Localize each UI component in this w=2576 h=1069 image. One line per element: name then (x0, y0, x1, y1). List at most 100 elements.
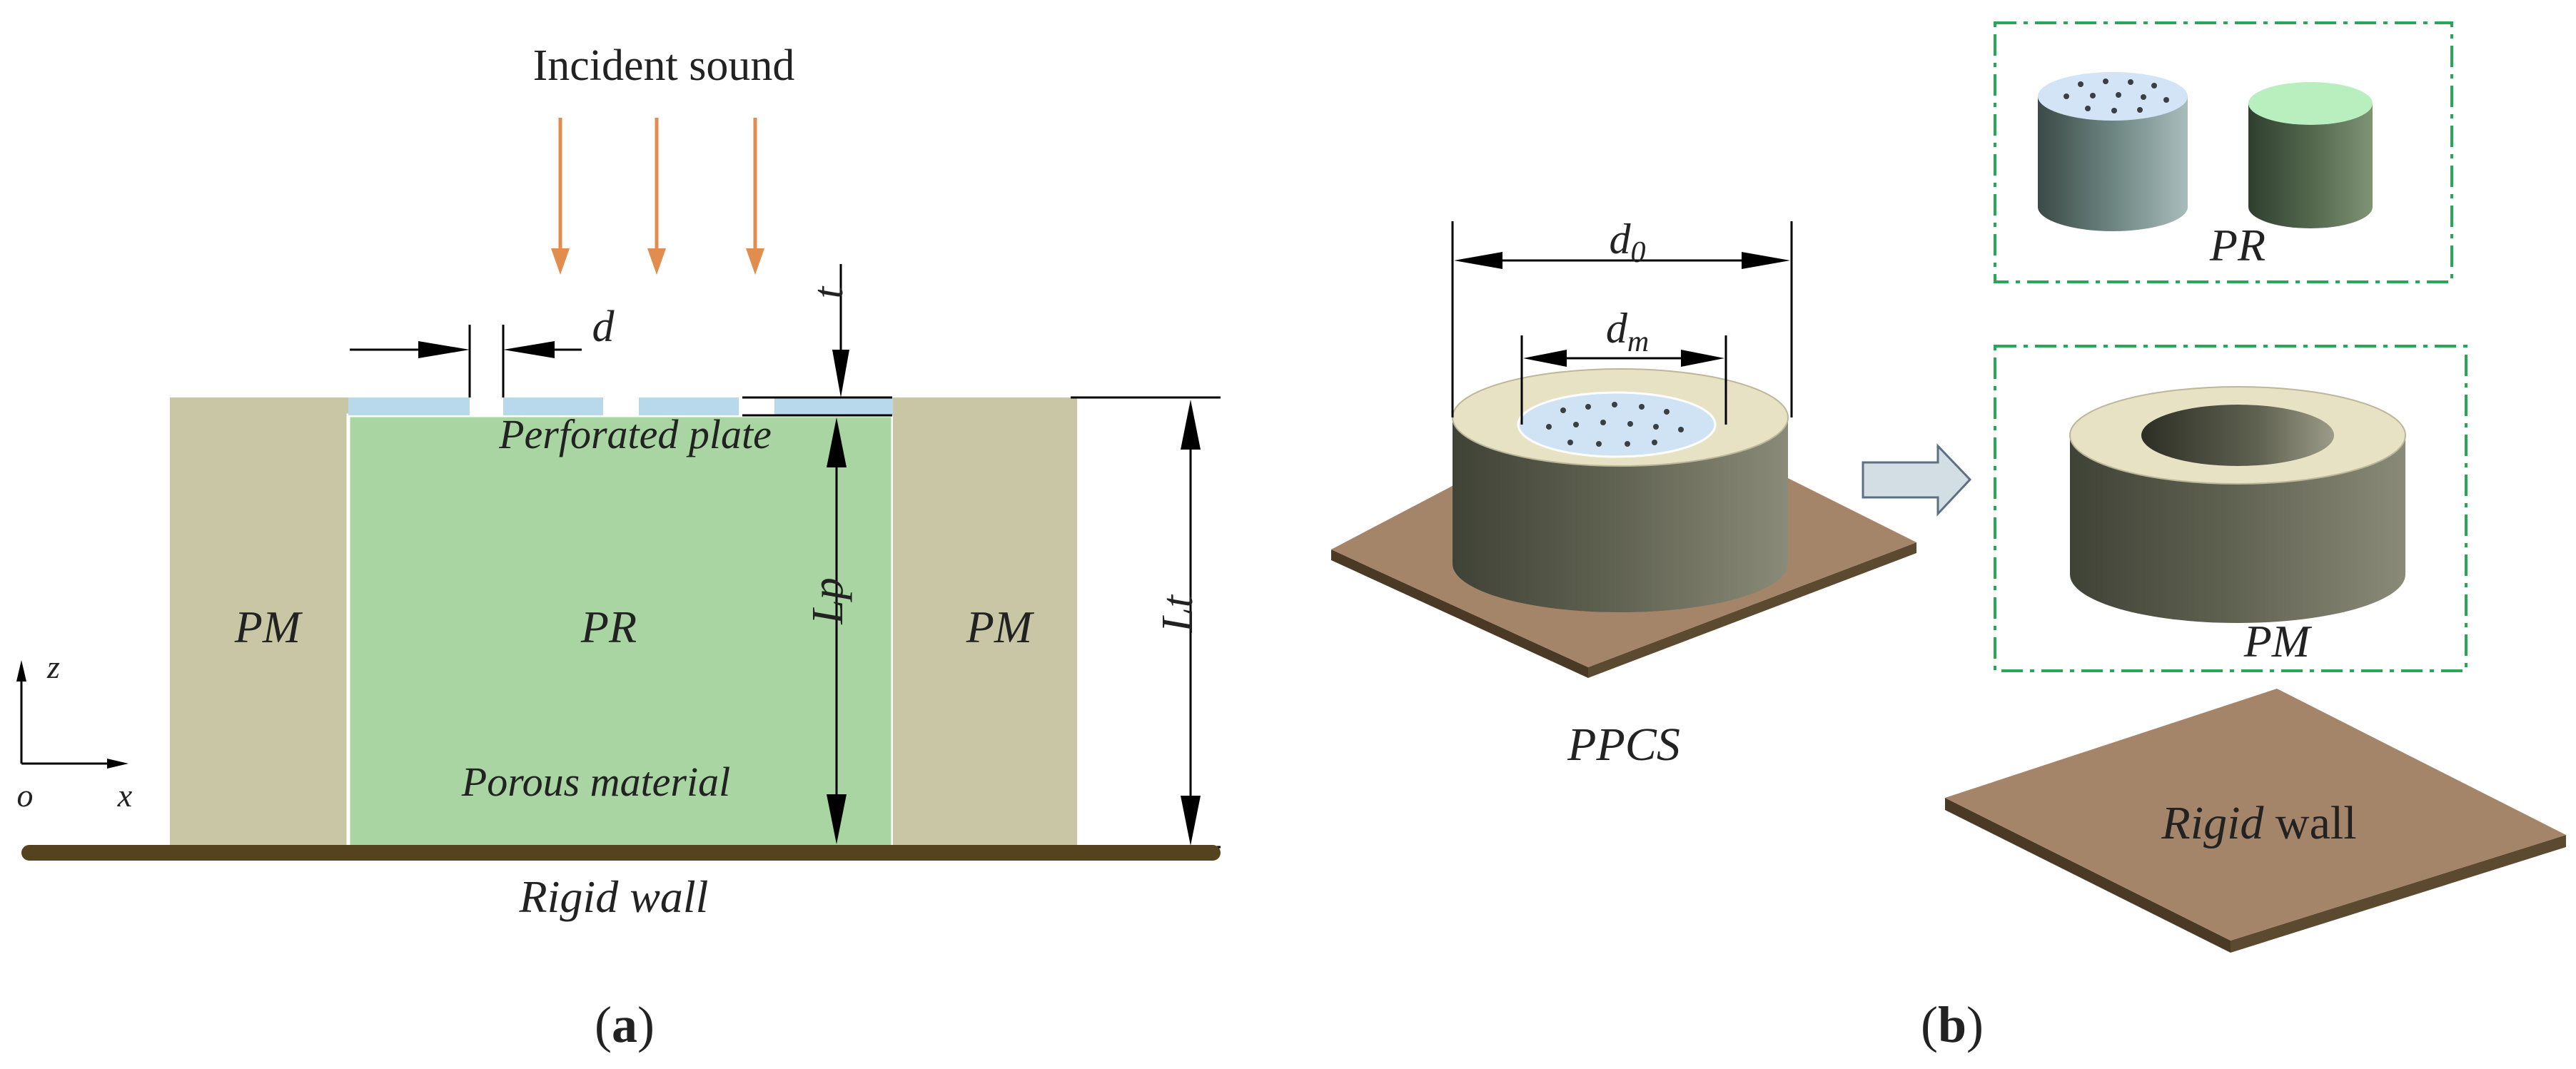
dim-d0 (1451, 221, 1793, 417)
perforation-hole (1596, 441, 1602, 447)
dim-t (742, 264, 892, 417)
plate-strip (774, 397, 893, 415)
pr-blue-cylinder-top (2038, 72, 2188, 121)
dim-dm (1520, 335, 1727, 425)
rigid-wall-label: Rigid wall (519, 871, 709, 922)
dim-d (350, 325, 582, 397)
perforation-hole (2103, 78, 2108, 84)
ppcs-plate-top (1517, 391, 1717, 458)
axis-triad (16, 660, 128, 769)
perforation-hole (1652, 440, 1657, 445)
panel-b: d0 dm PPCS (1331, 21, 2566, 1053)
caption-b: (b) (1921, 996, 1984, 1053)
incident-sound-label: Incident sound (533, 41, 795, 90)
ppcs-label: PPCS (1567, 719, 1680, 771)
rigid-wall-label-b: Rigid wall (2161, 797, 2356, 849)
pm-right-label: PM (966, 602, 1035, 652)
pm-ring (2069, 386, 2406, 623)
ppcs-perforations (1546, 402, 1684, 447)
dim-t-arrow (832, 350, 849, 397)
dim-t-label: t (804, 285, 852, 298)
pr-porous-cylinder (2248, 82, 2373, 228)
explode-arrow (1862, 443, 1972, 517)
pm-component-box (1994, 345, 2468, 672)
perforation-hole (2163, 97, 2169, 103)
pr-component-box (1994, 21, 2453, 283)
ppcs-ring-side (1453, 417, 1788, 612)
perforation-hole (1639, 404, 1645, 410)
perforated-plate (348, 397, 893, 415)
perforation-hole (1600, 420, 1606, 425)
axis-o-label: o (17, 777, 34, 814)
pm-ring-hole (2141, 405, 2334, 466)
pr-green-cylinder-side (2248, 103, 2373, 228)
pr-label: PR (580, 602, 637, 652)
perforation-hole (1627, 421, 1633, 427)
dim-lt-arrow-bottom (1181, 796, 1201, 846)
perforation-hole (1573, 422, 1579, 427)
perforation-hole (2141, 94, 2146, 100)
perforation-hole (2085, 106, 2091, 111)
panel-a: Incident sound (16, 41, 1221, 1053)
pm-component-label: PM (2243, 616, 2313, 667)
dim-dm-arrow-left (1523, 350, 1567, 367)
dim-lp-arrow-top (827, 417, 847, 467)
incident-arrow-3-head (746, 248, 764, 275)
ppcs-base-plate-side (1331, 549, 1588, 678)
caption-a: (a) (595, 996, 655, 1053)
dim-d0-arrow-right (1742, 252, 1790, 269)
dim-d0-arrow-left (1454, 252, 1502, 269)
perforation-hole (2116, 92, 2121, 98)
dim-dm-label: dm (1606, 305, 1649, 358)
dim-lp-arrow-bottom (827, 794, 847, 844)
pm-left-block (170, 397, 348, 847)
dim-d-arrow-right (503, 341, 555, 358)
rigid-wall-plate-side (1945, 798, 2231, 953)
axis-z-label: z (46, 649, 60, 685)
axis-x-label: x (117, 777, 133, 814)
pm-left-label: PM (234, 602, 303, 652)
dim-lp-label: Lp (804, 577, 852, 624)
pr-blue-cylinder-side (2038, 96, 2188, 231)
pr-component-label: PR (2209, 220, 2266, 270)
perforation-hole (1664, 409, 1670, 415)
dim-d0-label: d0 (1610, 216, 1646, 269)
perforation-hole (2111, 108, 2117, 113)
dim-d-arrow-left (418, 341, 470, 358)
perforation-hole (1585, 404, 1591, 410)
ppcs-base-plate-side-2 (1588, 542, 1916, 678)
perforation-hole (1560, 407, 1566, 413)
incident-arrow-2-head (647, 248, 666, 275)
pr-green-cylinder-top (2248, 82, 2373, 125)
axis-x-arrow (107, 759, 128, 769)
rigid-wall-plate (1945, 689, 2566, 953)
rigid-wall-plate-side-2 (2231, 835, 2566, 953)
ppcs-assembly (1331, 368, 1916, 678)
axis-z-arrow (16, 660, 26, 682)
perforation-hole (2078, 81, 2083, 87)
pm-ring-side (2070, 435, 2405, 623)
perforation-hole (1625, 441, 1630, 447)
incident-arrows (551, 118, 764, 275)
dim-lp (827, 417, 847, 844)
pr-perforated-cylinder (2038, 72, 2188, 231)
dim-lt-arrow-top (1181, 400, 1201, 450)
perforation-hole (2128, 79, 2133, 85)
perforation-hole (2064, 93, 2069, 99)
porous-material-label: Porous material (461, 759, 730, 805)
dim-lt-label: Lt (1153, 594, 1202, 632)
perforation-hole (2090, 93, 2096, 98)
perforation-hole (2151, 83, 2157, 88)
perforation-hole (2137, 107, 2143, 113)
pm-right-block (893, 397, 1077, 847)
dim-dm-arrow-right (1681, 350, 1724, 367)
dim-d-label: d (592, 303, 615, 351)
pr-top-perforations (2064, 78, 2169, 113)
perforation-hole (1653, 424, 1659, 430)
rigid-wall-bar (21, 845, 1221, 861)
incident-arrow-1-head (551, 248, 570, 275)
plate-strip (639, 397, 739, 415)
perforation-hole (1612, 402, 1617, 407)
